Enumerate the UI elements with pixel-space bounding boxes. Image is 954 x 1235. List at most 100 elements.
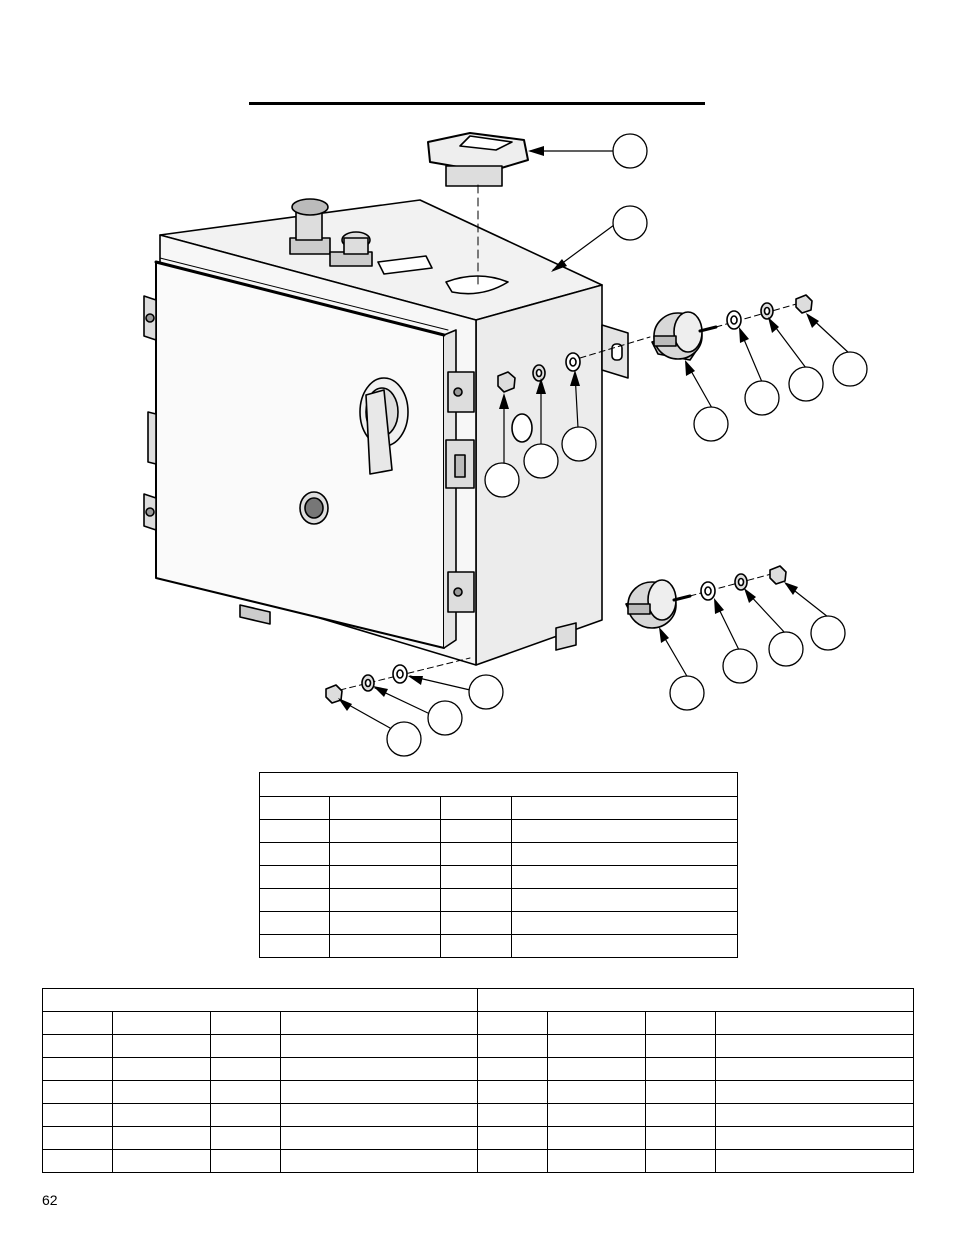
table-cell	[440, 865, 512, 889]
side-hole	[511, 413, 533, 443]
callout-12	[768, 631, 804, 667]
table-cell	[477, 1034, 548, 1058]
callout-15	[427, 700, 463, 736]
table-cell	[210, 1034, 281, 1058]
side-hardware	[497, 336, 651, 393]
hinge-middle	[445, 439, 475, 489]
table-cell	[547, 1057, 646, 1081]
callout-7	[744, 380, 780, 416]
leader-arrowheads	[338, 146, 819, 711]
table-cell	[329, 819, 441, 843]
table-cell	[547, 1011, 646, 1035]
table-row	[42, 1057, 914, 1081]
vibration-mount-lower	[625, 565, 787, 629]
callout-circles	[386, 133, 868, 757]
table-cell	[645, 1103, 716, 1127]
table-cell	[547, 1080, 646, 1104]
table-right-header	[477, 988, 914, 1012]
callout-5	[561, 426, 597, 462]
hinge-bottom	[447, 571, 475, 613]
table-cell	[511, 842, 738, 866]
table-cell	[259, 888, 330, 912]
table-header	[259, 772, 738, 797]
table-cell	[329, 934, 441, 958]
table-cell	[511, 888, 738, 912]
table-cell	[477, 1126, 548, 1150]
table-cell	[477, 1080, 548, 1104]
table-row	[42, 1126, 914, 1150]
table-cell	[280, 1057, 478, 1081]
table-cell	[42, 1057, 113, 1081]
table-cell	[210, 1011, 281, 1035]
table-cell	[280, 1149, 478, 1173]
emergency-stop-button	[289, 198, 331, 255]
bottom-fitting	[239, 604, 271, 625]
table-cell	[547, 1034, 646, 1058]
meter-cutout	[445, 275, 509, 295]
table-cell	[112, 1103, 211, 1127]
indicator-window	[377, 255, 433, 275]
table-cell	[645, 1057, 716, 1081]
table-cell	[329, 911, 441, 935]
table-cell	[112, 1034, 211, 1058]
table-cell	[440, 934, 512, 958]
table-cell	[210, 1126, 281, 1150]
table-cell	[511, 796, 738, 820]
table-cell	[259, 911, 330, 935]
table-cell	[210, 1080, 281, 1104]
table-cell	[715, 1103, 914, 1127]
table-cell	[547, 1149, 646, 1173]
table-cell	[259, 819, 330, 843]
table-row	[42, 1080, 914, 1104]
table-cell	[715, 1011, 914, 1035]
table-cell	[280, 1011, 478, 1035]
table-cell	[42, 1103, 113, 1127]
table-cell	[112, 1080, 211, 1104]
door-lock	[299, 491, 329, 525]
table-cell	[511, 911, 738, 935]
table-cell	[259, 865, 330, 889]
table-cell	[440, 911, 512, 935]
callout-8	[788, 366, 824, 402]
bottom-hardware	[325, 657, 471, 704]
callout-6	[693, 406, 729, 442]
table-cell	[210, 1057, 281, 1081]
push-button	[329, 231, 373, 267]
table-cell	[440, 888, 512, 912]
table-cell	[280, 1126, 478, 1150]
table-cell	[259, 796, 330, 820]
table-cell	[645, 1080, 716, 1104]
parts-table-large	[42, 988, 914, 1173]
callout-1	[612, 133, 648, 169]
callout-11	[722, 648, 758, 684]
table-cell	[645, 1149, 716, 1173]
table-cell	[280, 1080, 478, 1104]
table-cell	[42, 1011, 113, 1035]
table-cell	[42, 1034, 113, 1058]
callout-3	[484, 462, 520, 498]
table-row	[259, 796, 738, 820]
table-header-row	[259, 772, 738, 797]
table-left-header	[42, 988, 478, 1012]
table-row	[259, 865, 738, 889]
table-cell	[329, 888, 441, 912]
table-cell	[440, 819, 512, 843]
table-header-row	[42, 988, 914, 1012]
table-cell	[547, 1103, 646, 1127]
table-cell	[547, 1126, 646, 1150]
table-row	[42, 1149, 914, 1173]
callout-14	[468, 674, 504, 710]
table-row	[42, 1011, 914, 1035]
table-cell	[42, 1126, 113, 1150]
selector-switch	[359, 377, 409, 475]
exploded-view-drawing	[143, 132, 868, 757]
table-cell	[645, 1034, 716, 1058]
table-row	[259, 911, 738, 935]
table-cell	[440, 796, 512, 820]
table-cell	[329, 865, 441, 889]
table-cell	[477, 1103, 548, 1127]
title-underline	[249, 102, 705, 105]
table-cell	[645, 1011, 716, 1035]
table-cell	[645, 1126, 716, 1150]
table-cell	[259, 934, 330, 958]
